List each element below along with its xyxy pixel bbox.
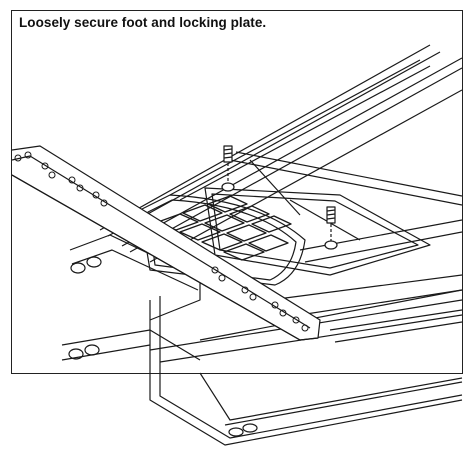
upper-frame-rail bbox=[99, 44, 462, 263]
foot-pad-studs bbox=[14, 151, 309, 332]
locking-plate bbox=[139, 194, 306, 286]
locking-plate-grid bbox=[157, 195, 292, 261]
foot-bar bbox=[12, 145, 321, 341]
screw-right bbox=[324, 206, 338, 250]
inner-plate bbox=[204, 187, 431, 276]
instruction-caption: Loosely secure foot and locking plate. bbox=[19, 15, 267, 30]
lower-rail-extension bbox=[149, 372, 463, 446]
screw-left bbox=[221, 145, 235, 192]
